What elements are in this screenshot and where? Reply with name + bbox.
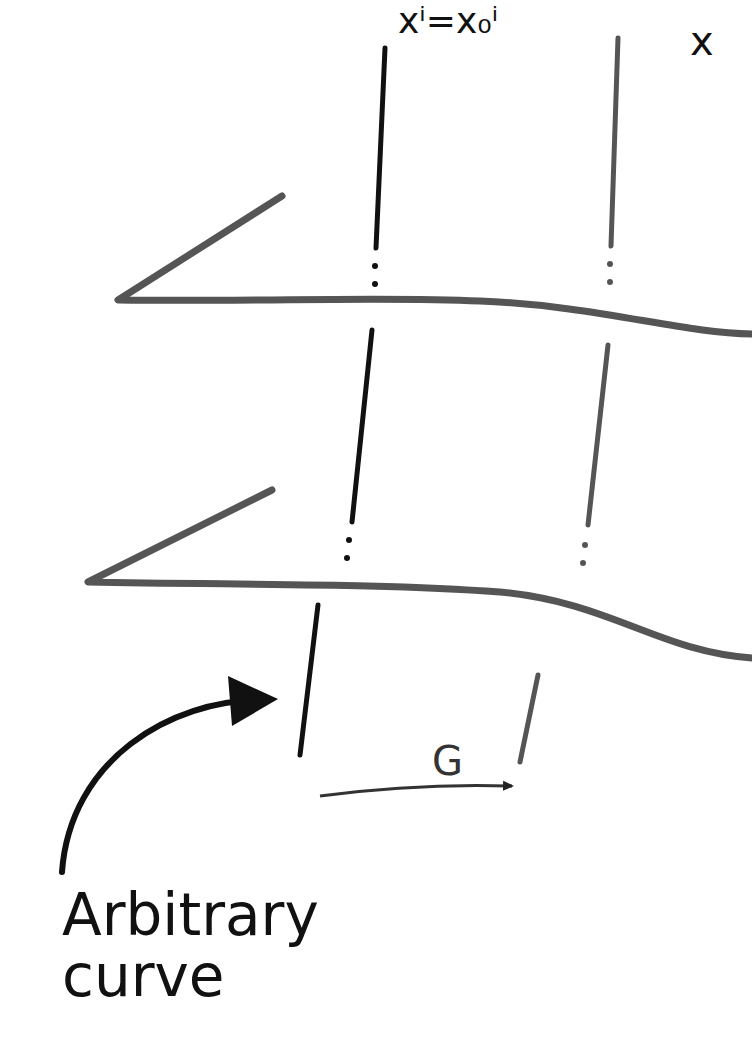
worldline-dots [580, 261, 613, 566]
hypersurface [88, 490, 752, 658]
worldline [300, 48, 385, 755]
hypersurface [118, 196, 752, 334]
worldline [520, 38, 618, 762]
worldline-dots [344, 263, 378, 561]
coordinate-label: x [690, 20, 714, 62]
curve-caption: Arbitrary curve [62, 885, 452, 1007]
pointer-arrowhead [228, 676, 278, 726]
transformation-arrow [320, 785, 512, 796]
equation-label: xⁱ=x₀ⁱ [398, 2, 498, 40]
group-label: G [432, 740, 463, 782]
